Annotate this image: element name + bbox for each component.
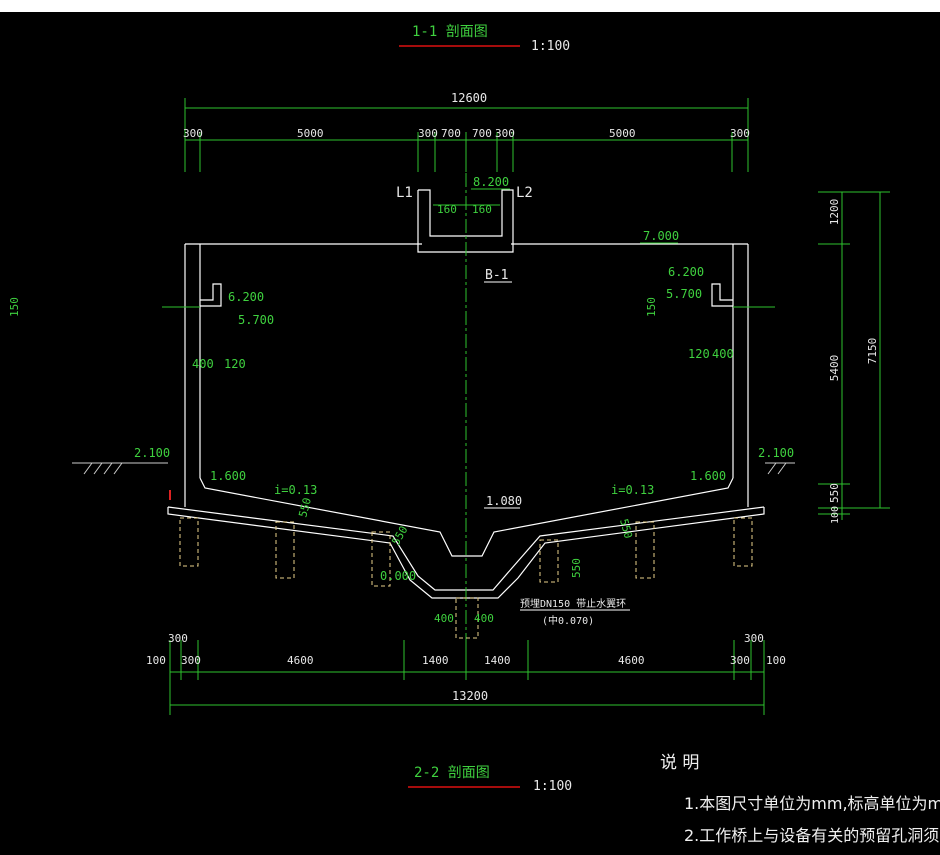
top-dim-2: 5000	[297, 127, 324, 140]
cad-drawing-canvas[interactable]: 1-1 剖面图 1:100 12600 300 5000 300 700 700…	[0, 12, 940, 855]
bottom-dimension-chain	[169, 640, 765, 715]
dim-left-120: 120	[224, 357, 246, 371]
beam-label-l1: L1	[396, 185, 413, 201]
sump-dim-right: 400	[474, 612, 494, 625]
right-overall-dim: 7150	[866, 338, 879, 365]
dim-left-400: 400	[192, 357, 214, 371]
bottom-upper-right: 300	[744, 632, 764, 645]
top-overall-dim: 12600	[451, 91, 487, 105]
pipe-note-elev: (中0.070)	[542, 614, 594, 627]
top-dim-7: 5000	[609, 127, 636, 140]
slab-thk-mid: 550	[389, 524, 410, 548]
piles	[179, 517, 753, 639]
section-2-2-scale: 1:100	[533, 779, 572, 794]
ground-hatch-right	[765, 462, 795, 475]
elev-corbel-right-top: 6.200	[668, 265, 704, 279]
slope-right: i=0.13	[611, 483, 654, 497]
bottom-dim-4: 1400	[422, 654, 449, 667]
elev-top-beam: 8.200	[473, 175, 509, 189]
elev-ground-right: 2.100	[758, 446, 794, 460]
top-dim-3: 300	[418, 127, 438, 140]
notes-heading: 说 明	[660, 753, 699, 773]
right-dim-2: 5400	[828, 355, 841, 382]
dim-right-150: 150	[645, 297, 658, 317]
top-dimension-chain	[184, 98, 749, 172]
bottom-dim-3: 4600	[287, 654, 314, 667]
pipe-note-label: 预埋DN150 带止水翼环	[520, 598, 626, 610]
right-dim-3: 550	[828, 483, 841, 503]
elev-sump: 0.000	[380, 569, 416, 583]
top-dim-1: 300	[183, 127, 203, 140]
elev-floor-right: 1.600	[690, 469, 726, 483]
elev-corbel-right-bot: 5.700	[666, 287, 702, 301]
bottom-dim-1: 100	[146, 654, 166, 667]
top-dim-4: 700	[441, 127, 461, 140]
right-dim-4: 100	[830, 506, 841, 524]
bottom-overall-dim: 13200	[452, 689, 488, 703]
notes-line-1: 1.本图尺寸单位为mm,标高单位为m,±0.00	[684, 794, 940, 813]
elev-center: 1.080	[486, 494, 522, 508]
right-dimension-chain	[818, 191, 890, 520]
sump-depth: 550	[570, 558, 583, 578]
slab-thk-left: 550	[296, 496, 314, 519]
top-dim-6: 300	[495, 127, 515, 140]
window-top-strip	[0, 0, 940, 12]
notes-line-2: 2.工作桥上与设备有关的预留孔洞须与订货设备	[684, 826, 940, 845]
elev-corbel-left-bot: 5.700	[238, 313, 274, 327]
bottom-upper-left: 300	[168, 632, 188, 645]
beam-width-left: 160	[437, 203, 457, 216]
section-1-1-scale: 1:100	[531, 39, 570, 54]
top-dim-5: 700	[472, 127, 492, 140]
bottom-dim-6: 4600	[618, 654, 645, 667]
elev-floor-left: 1.600	[210, 469, 246, 483]
bottom-dim-7: 300	[730, 654, 750, 667]
section-1-1-title: 1-1 剖面图	[412, 24, 488, 40]
right-dim-1: 1200	[828, 199, 841, 226]
dim-left-150: 150	[8, 297, 21, 317]
slab-thk-right: 550	[617, 517, 635, 540]
bottom-dim-8: 100	[766, 654, 786, 667]
sump-dim-left: 400	[434, 612, 454, 625]
elev-wall-top: 7.000	[643, 229, 679, 243]
section-2-2-title: 2-2 剖面图	[414, 765, 490, 781]
slope-left: i=0.13	[274, 483, 317, 497]
dim-right-400: 400	[712, 347, 734, 361]
bottom-dim-2: 300	[181, 654, 201, 667]
elev-corbel-left-top: 6.200	[228, 290, 264, 304]
bottom-dim-5: 1400	[484, 654, 511, 667]
section-mark: B-1	[485, 268, 508, 283]
top-dim-8: 300	[730, 127, 750, 140]
elev-ground-left: 2.100	[134, 446, 170, 460]
beam-label-l2: L2	[516, 185, 533, 201]
ground-hatch-left	[72, 462, 168, 475]
beam-width-right: 160	[472, 203, 492, 216]
dim-right-120: 120	[688, 347, 710, 361]
